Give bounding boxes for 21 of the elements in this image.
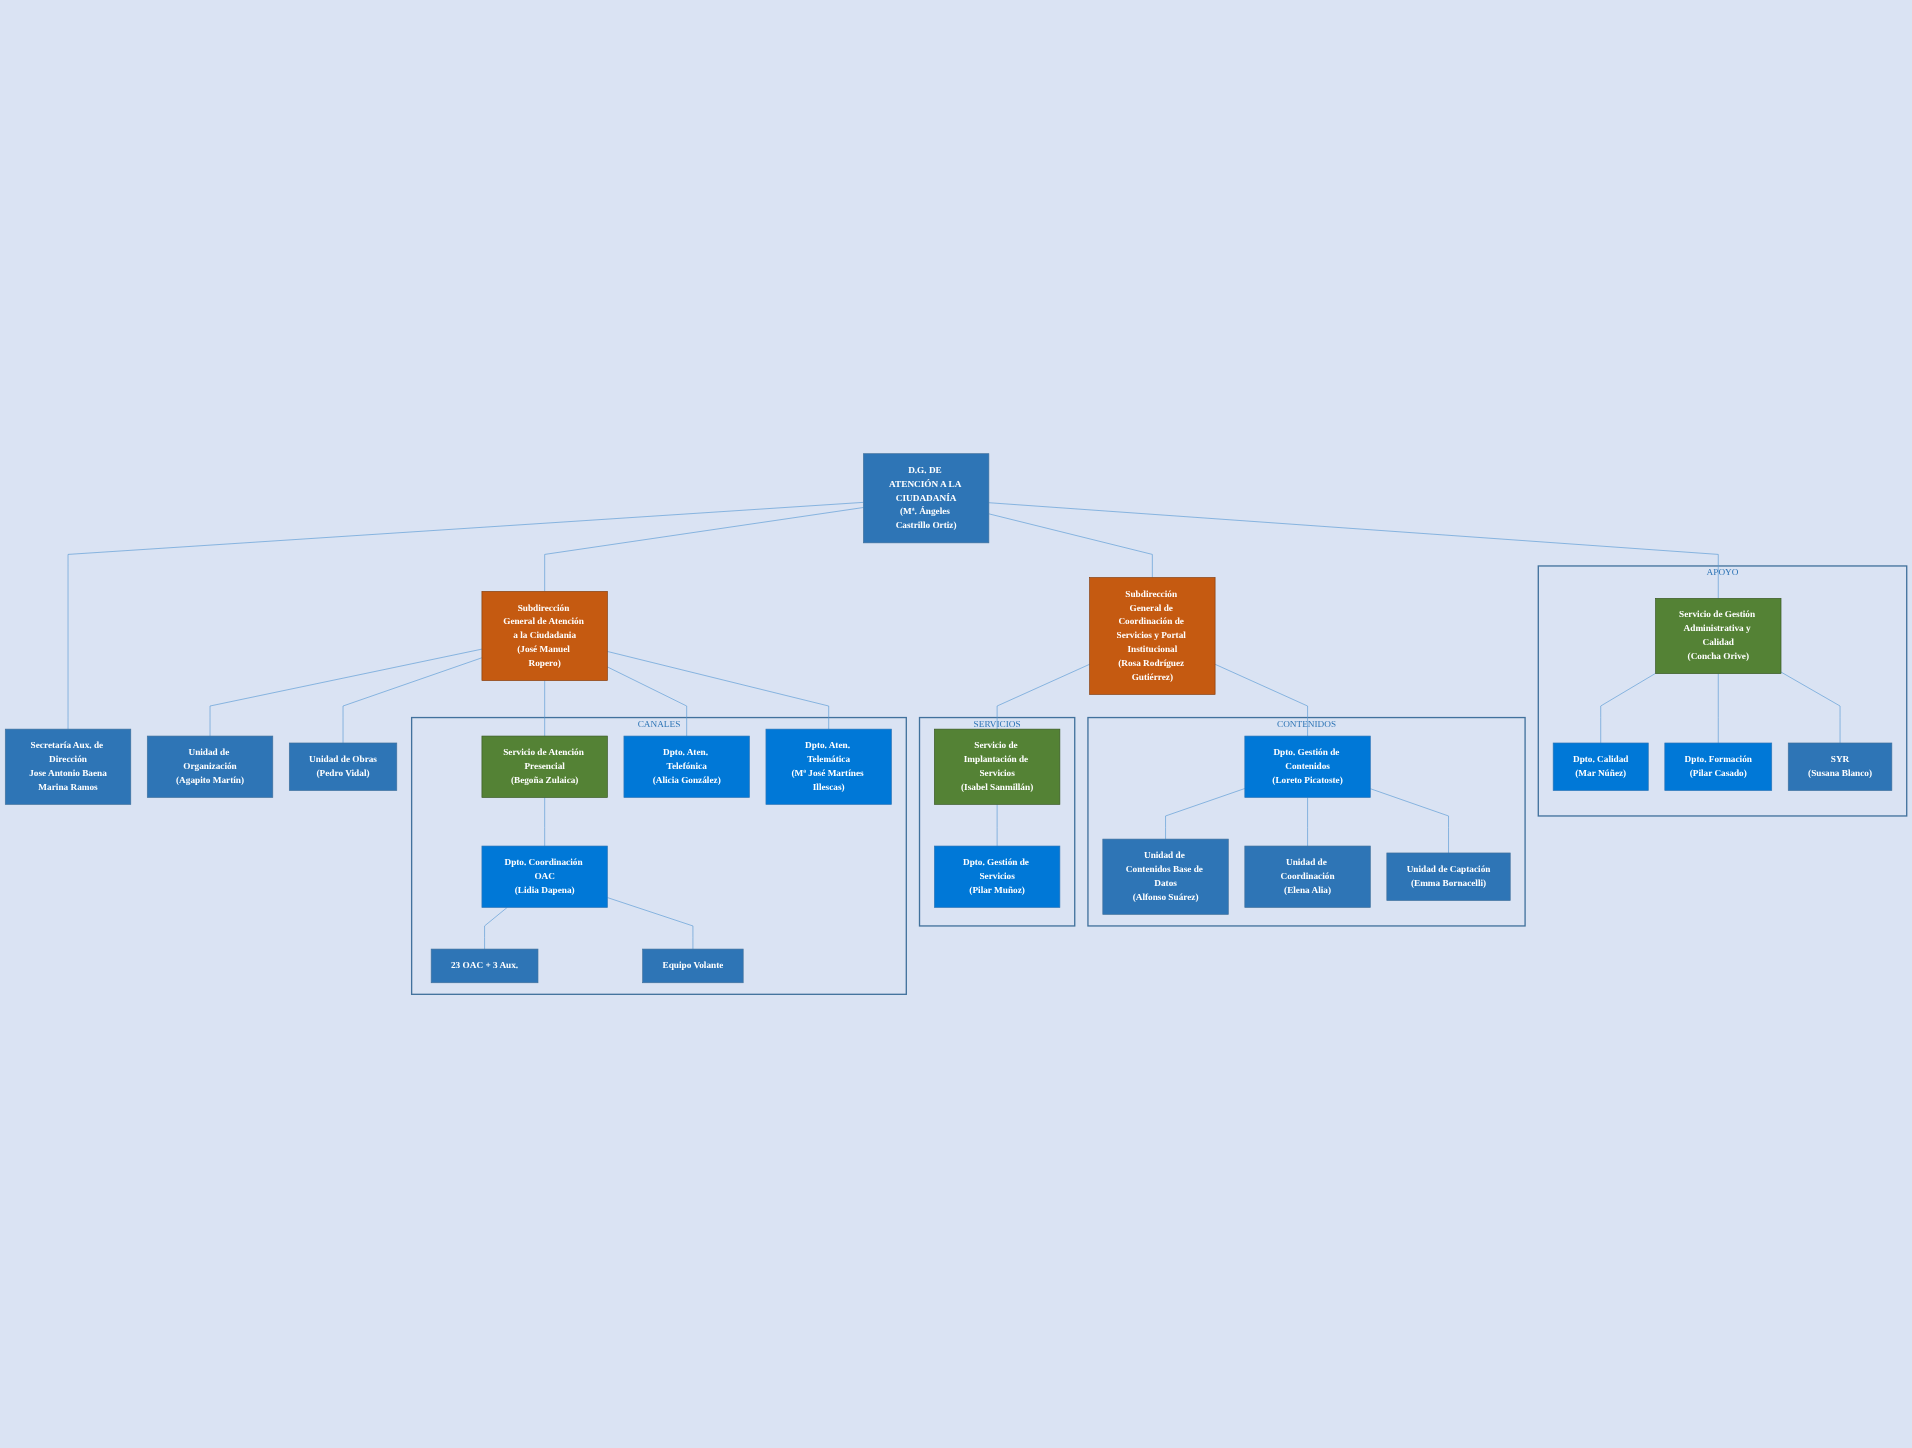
connector: [1717, 673, 1719, 744]
connector: [544, 680, 545, 737]
connector: [484, 907, 508, 950]
connector: [996, 663, 1090, 730]
connector: [988, 502, 1719, 599]
connector: [607, 651, 830, 730]
connector: [607, 897, 694, 950]
connector: [1370, 788, 1449, 854]
connector: [1214, 663, 1308, 737]
connector: [996, 804, 998, 847]
connector: [607, 666, 687, 737]
connector: [1165, 788, 1246, 840]
connector: [544, 507, 864, 592]
connector: [544, 797, 545, 847]
connector: [1307, 797, 1308, 847]
connector: [1780, 671, 1841, 744]
connector: [67, 502, 864, 730]
connector: [988, 513, 1153, 578]
connector: [342, 657, 483, 744]
connector: [209, 648, 483, 737]
connector: [1600, 673, 1656, 744]
